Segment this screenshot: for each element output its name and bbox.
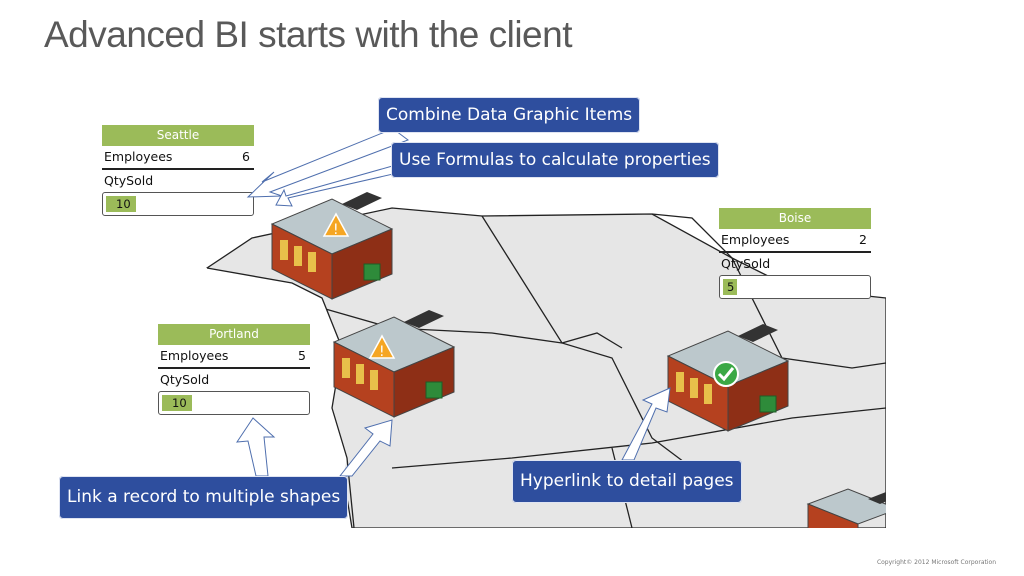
legend-qty-label: QtySold: [160, 372, 210, 387]
legend-city: Portland: [158, 324, 310, 345]
legend-employees-value: 2: [859, 232, 867, 247]
legend-employees-label: Employees: [721, 232, 790, 247]
state-border: [731, 257, 886, 369]
legend-qty-bar: 10: [158, 391, 310, 415]
store-shape-portland[interactable]: !: [324, 302, 464, 422]
callout-link-record: Link a record to multiple shapes: [59, 476, 349, 519]
callout-hyperlink: Hyperlink to detail pages: [512, 460, 742, 503]
store-shape-seattle[interactable]: !: [262, 184, 402, 304]
copyright-notice: Copyright© 2012 Microsoft Corporation: [876, 559, 996, 566]
legend-boise: Boise Employees 2 QtySold 5: [719, 208, 871, 299]
legend-employees-row: Employees 2: [719, 229, 871, 253]
legend-qty-row: QtySold: [719, 253, 871, 275]
legend-qty-value: 10: [106, 196, 136, 212]
warning-icon: [368, 334, 396, 359]
rooftop-unit-icon: [738, 324, 778, 342]
legend-qty-bar: 10: [102, 192, 254, 216]
dumpster-icon: [759, 395, 777, 413]
store-shape-boise[interactable]: [658, 316, 798, 436]
state-border: [651, 213, 733, 259]
map-area: Seattle Employees 6 QtySold 10 Portland …: [92, 118, 886, 528]
legend-employees-label: Employees: [160, 348, 229, 363]
store-shape-partial[interactable]: [798, 484, 886, 528]
rooftop-unit-icon: [404, 310, 444, 328]
svg-text:!: !: [333, 222, 339, 238]
legend-qty-label: QtySold: [721, 256, 771, 271]
dumpster-icon: [425, 381, 443, 399]
legend-qty-row: QtySold: [158, 369, 310, 391]
legend-portland: Portland Employees 5 QtySold 10: [158, 324, 310, 415]
legend-qty-value: 5: [723, 279, 737, 295]
legend-city: Seattle: [102, 125, 254, 146]
legend-employees-value: 5: [298, 348, 306, 363]
legend-seattle: Seattle Employees 6 QtySold 10: [102, 125, 254, 216]
callout-use-formulas: Use Formulas to calculate properties: [391, 142, 719, 178]
legend-employees-row: Employees 6: [102, 146, 254, 170]
legend-qty-label: QtySold: [104, 173, 154, 188]
warning-icon: [322, 212, 350, 237]
legend-employees-label: Employees: [104, 149, 173, 164]
callout-combine-data-graphic: Combine Data Graphic Items: [378, 97, 641, 133]
legend-qty-row: QtySold: [102, 170, 254, 192]
legend-employees-row: Employees 5: [158, 345, 310, 369]
legend-city: Boise: [719, 208, 871, 229]
state-border: [561, 332, 623, 349]
checkmark-icon: [713, 361, 739, 387]
dumpster-icon: [363, 263, 381, 281]
svg-text:!: !: [379, 344, 385, 360]
legend-qty-bar: 5: [719, 275, 871, 299]
slide-title: Advanced BI starts with the client: [44, 14, 573, 55]
legend-employees-value: 6: [242, 149, 250, 164]
legend-qty-value: 10: [162, 395, 192, 411]
